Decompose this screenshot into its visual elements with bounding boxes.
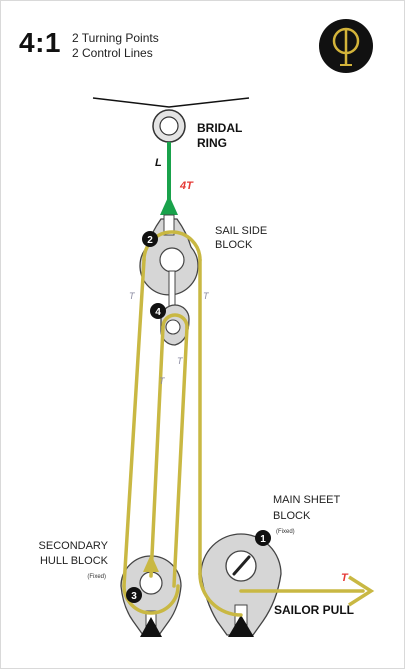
tension-label-inner: T (177, 356, 184, 366)
main-sheet-block (200, 533, 282, 637)
bridal-ring (152, 109, 186, 143)
main-sheet-label-2: BLOCK (273, 510, 311, 522)
marker-4: 4 (150, 303, 166, 319)
tension-label-right: T (203, 291, 210, 301)
main-sheet-label-1: MAIN SHEET (273, 494, 341, 506)
ratio-title: 4:1 (19, 27, 61, 58)
marker-3: 3 (126, 587, 142, 603)
secondary-hull-label-1: SECONDARY (39, 540, 109, 552)
secondary-hull-fixed: (Fixed) (87, 574, 106, 580)
secondary-hull-block (120, 555, 182, 637)
turning-points-text: 2 Turning Points (72, 31, 159, 45)
tension-label-lower: T (159, 376, 166, 386)
rope-arrow-icon (143, 554, 159, 572)
green-arrow-icon (160, 195, 178, 215)
brand-logo (319, 19, 373, 73)
svg-text:2: 2 (147, 235, 153, 246)
secondary-hull-label-2: HULL BLOCK (40, 555, 109, 567)
bridal-ring-label-2: RING (197, 136, 227, 150)
anchor-icon (228, 615, 254, 637)
sail-side-label-2: BLOCK (215, 239, 253, 251)
pull-tension-label: T (341, 572, 349, 584)
tension-label-left: T (129, 291, 136, 301)
marker-1: 1 (255, 530, 271, 546)
rope-system (122, 230, 365, 617)
length-label: L (155, 157, 162, 169)
sailor-pull-label: SAILOR PULL (274, 603, 354, 617)
svg-text:1: 1 (260, 534, 266, 545)
svg-text:3: 3 (131, 591, 137, 602)
sail-side-label-1: SAIL SIDE (215, 225, 267, 237)
main-sheet-fixed: (Fixed) (276, 529, 295, 535)
pull-arrow-icon (348, 575, 375, 607)
small-block-4 (160, 304, 190, 346)
anchor-icon (140, 617, 162, 637)
marker-2: 2 (142, 231, 158, 247)
svg-text:4: 4 (155, 307, 161, 318)
green-control-line (160, 142, 178, 215)
control-lines-text: 2 Control Lines (72, 46, 153, 60)
load-label: 4T (179, 180, 194, 192)
bridal-ring-label-1: BRIDAL (197, 121, 242, 135)
bridle-line (92, 97, 250, 108)
